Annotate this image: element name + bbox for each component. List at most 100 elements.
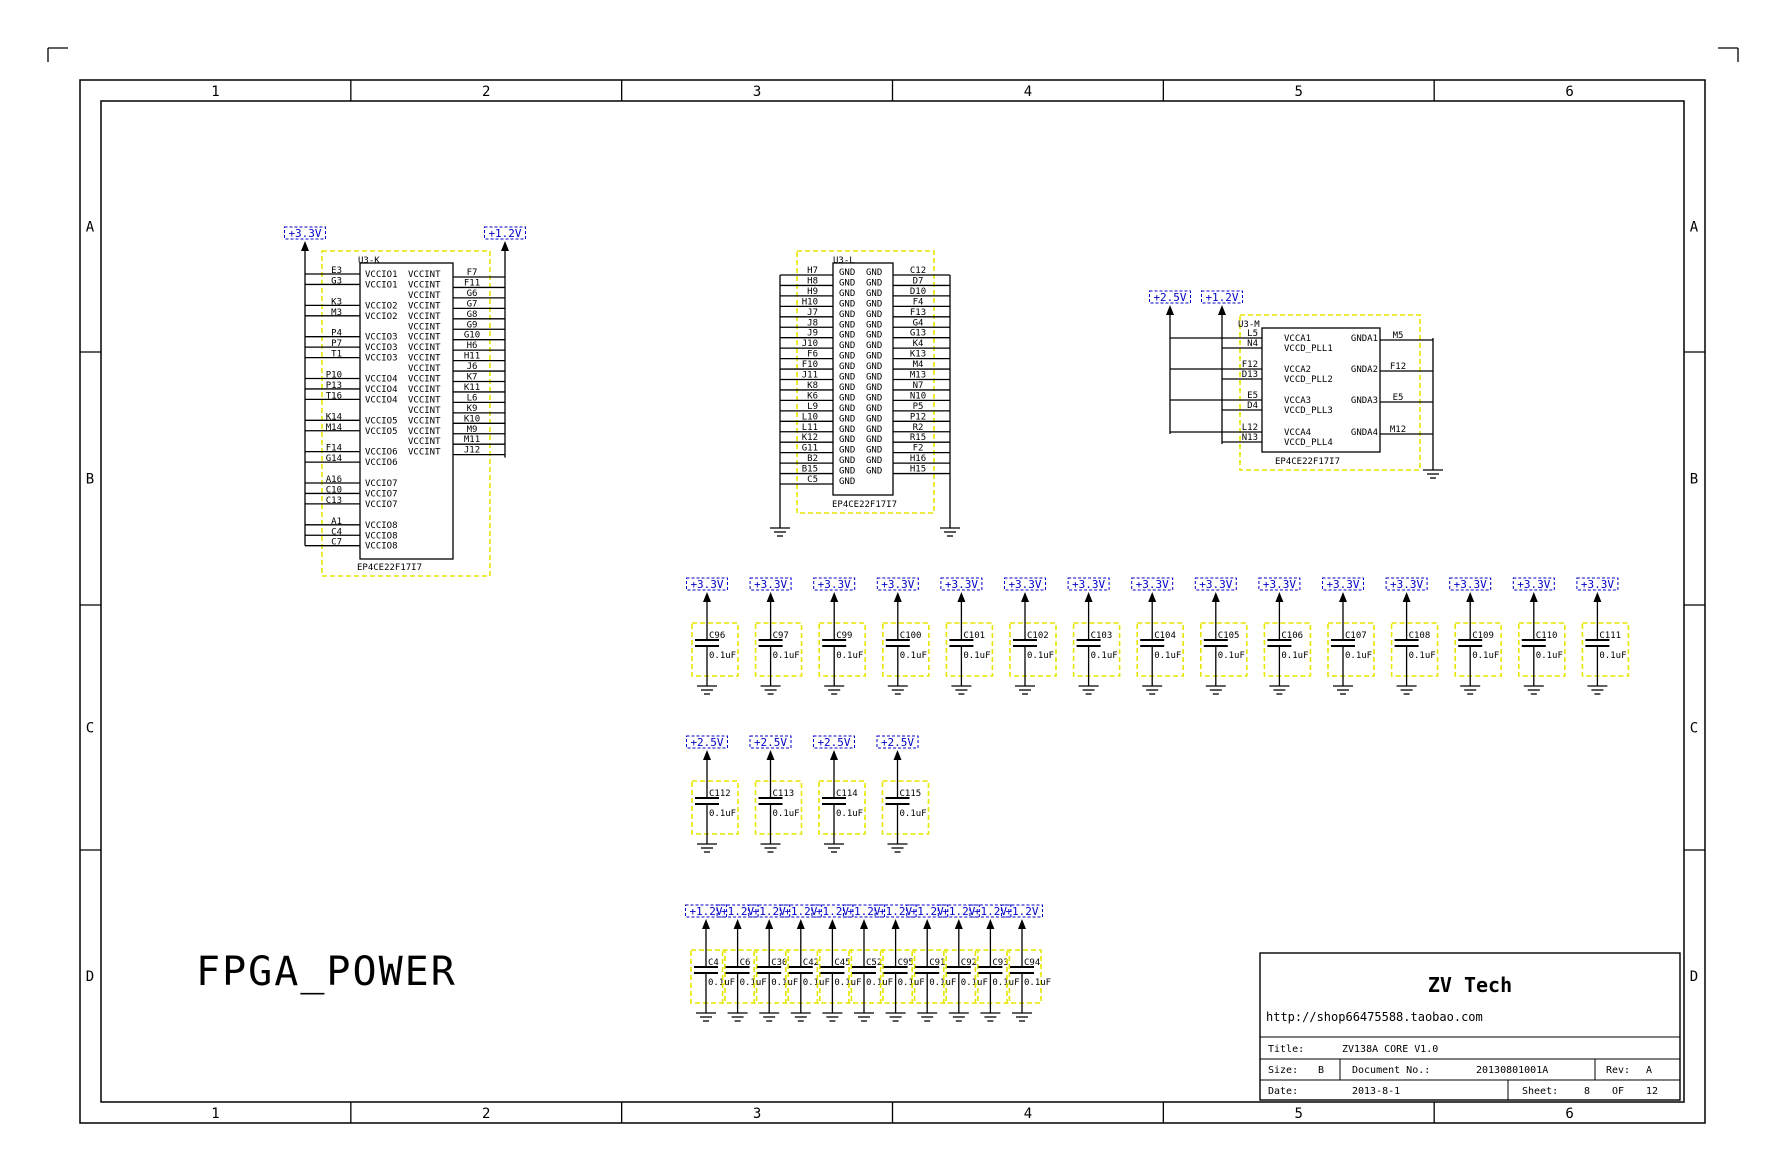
pin-number: C5 (807, 475, 818, 485)
net-label: +3.3V (1199, 578, 1232, 591)
pin-number: K10 (464, 414, 480, 424)
pin-number: C13 (326, 496, 342, 506)
pin-name: VCCINT (408, 406, 441, 416)
net-label: +1.2V (879, 905, 912, 918)
cap-value: 0.1uF (1281, 651, 1308, 661)
pin-number: G4 (913, 318, 924, 328)
power-arrow-icon (830, 750, 838, 760)
pin-name: VCCA3 (1284, 396, 1311, 406)
pin-name: VCCINT (408, 364, 441, 374)
pin-number: N7 (913, 381, 924, 391)
pin-number: P13 (326, 381, 342, 391)
pin-name: VCCIO4 (365, 375, 398, 385)
pin-number: F13 (910, 308, 926, 318)
pin-name: VCCINT (408, 301, 441, 311)
pin-name: VCCINT (408, 333, 441, 343)
pin-name: GND (839, 425, 855, 435)
pin-name: GND (839, 299, 855, 309)
pin-number: C10 (326, 485, 342, 495)
cap-value: 0.1uF (773, 651, 800, 661)
cap-value: 0.1uF (1536, 651, 1563, 661)
ground-icon (760, 843, 781, 853)
pin-number: F10 (802, 360, 818, 370)
pin-number: M3 (331, 308, 342, 318)
zone-row-label: B (86, 472, 94, 488)
power-arrow-icon (923, 919, 932, 929)
net-label: +3.3V (1454, 578, 1487, 591)
pin-name: GND (866, 289, 882, 299)
power-arrow-icon (796, 919, 805, 929)
cap-value: 0.1uF (740, 978, 767, 988)
pin-number: E5 (1247, 391, 1258, 401)
net-label-box (843, 904, 885, 918)
net-label: +1.2V (1205, 291, 1238, 304)
net-label: +3.3V (945, 578, 978, 591)
zone-row-label: B (1690, 472, 1698, 488)
document-number-label: Document No.: (1352, 1065, 1430, 1076)
title-block: ZV Tech http://shop66475588.taobao.com T… (1259, 952, 1681, 1101)
pin-number: F12 (1390, 362, 1406, 372)
pin-name: GND (839, 341, 855, 351)
cap-reference: C91 (929, 958, 945, 968)
pin-name: VCCINT (408, 280, 441, 290)
pin-name: GND (866, 425, 882, 435)
power-net-flag: +1.2V (779, 904, 822, 929)
pin-number: J12 (464, 446, 480, 456)
pin-name: GND (839, 446, 855, 456)
pin-number: G11 (802, 444, 818, 454)
ground-icon (1078, 685, 1099, 695)
title-value: ZV138A CORE V1.0 (1342, 1044, 1438, 1055)
net-label: +3.3V (1136, 578, 1169, 591)
pin-number: C4 (331, 527, 342, 537)
pin-name: GND (839, 310, 855, 320)
pin-name: GND (839, 414, 855, 424)
net-label: +3.3V (288, 227, 321, 240)
pin-name: VCCIO1 (365, 280, 398, 290)
pin-name: GND (866, 446, 882, 456)
power-arrow-icon (891, 919, 900, 929)
net-label-box (1004, 577, 1046, 591)
pin-number: G9 (467, 320, 478, 330)
pin-number: G7 (467, 299, 478, 309)
pin-name: GND (866, 341, 882, 351)
ground-icon (980, 1012, 1001, 1022)
ground-icon (940, 527, 960, 537)
decoupling-caps-2v5: +2.5VC1120.1uF+2.5VC1130.1uF+2.5VC1140.1… (686, 735, 930, 853)
ground-icon (917, 1012, 938, 1022)
net-label-box (1258, 577, 1301, 591)
ground-icon (1142, 685, 1163, 695)
power-net-flag: +3.3V (284, 226, 326, 251)
decoupling-caps-1v2: +1.2VC40.1uF+1.2VC60.1uF+1.2VC300.1uF+1.… (685, 904, 1051, 1022)
net-label: +1.2V (847, 905, 880, 918)
ic-part-number: EP4CE22F17I7 (832, 500, 897, 510)
net-label-box (906, 904, 949, 918)
zone-column-label: 3 (753, 1106, 761, 1122)
ic-body (1261, 327, 1381, 453)
pin-number: N13 (1242, 433, 1258, 443)
ground-icon (759, 1012, 780, 1022)
cap-value: 0.1uF (929, 978, 956, 988)
power-net-flag: +1.2V (716, 904, 759, 929)
cap-value: 0.1uF (1409, 651, 1436, 661)
zone-column-label: 3 (753, 84, 761, 100)
cap-reference: C115 (900, 789, 922, 799)
dashed-outline (818, 780, 866, 835)
pin-number: D7 (913, 276, 924, 286)
zone-row-label: C (1690, 721, 1698, 737)
pin-name: VCCA1 (1284, 334, 1311, 344)
dashed-outline (974, 949, 1011, 1004)
power-net-flag: +1.2V (969, 904, 1012, 929)
dashed-outline (691, 622, 739, 677)
net-label: +3.3V (1326, 578, 1359, 591)
net-label: +1.2V (721, 905, 754, 918)
pin-name: GND (839, 278, 855, 288)
title-label: Title: (1268, 1044, 1304, 1055)
dashed-outline (1072, 622, 1121, 677)
pin-number: A1 (331, 517, 342, 527)
zone-column-label: 2 (482, 1106, 490, 1122)
net-label: +3.3V (1517, 578, 1550, 591)
ic-reference: U3-M (1238, 320, 1260, 330)
power-net-flag: +1.2V (748, 904, 791, 929)
pin-name: VCCIO5 (365, 427, 398, 437)
